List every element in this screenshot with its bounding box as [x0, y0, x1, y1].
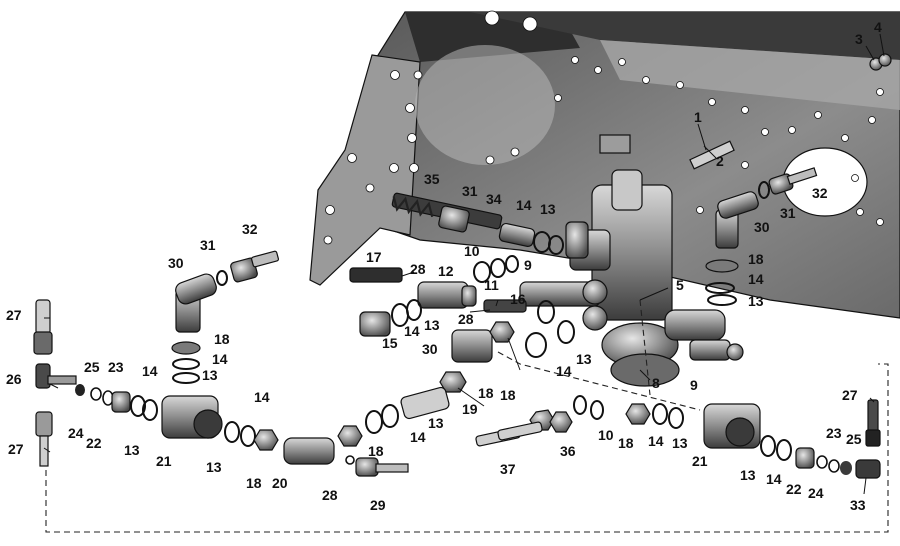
- dashed-hose-route: [45, 299, 889, 533]
- callout-labels: 1 2 3 4 5 8 9 9 10 10 11 12 13 13 13 13 …: [6, 19, 882, 513]
- callout-11: 11: [484, 277, 499, 293]
- callout-25: 25: [846, 431, 862, 447]
- callout-27: 27: [6, 307, 22, 323]
- callout-13: 13: [428, 415, 444, 431]
- callout-31: 31: [200, 237, 216, 253]
- callout-25: 25: [84, 359, 100, 375]
- callout-27: 27: [8, 441, 24, 457]
- callout-22: 22: [86, 435, 102, 451]
- callout-14: 14: [212, 351, 228, 367]
- central-valve-assembly: [519, 134, 744, 387]
- callout-5: 5: [676, 277, 684, 293]
- callout-13: 13: [540, 201, 556, 217]
- callout-18: 18: [618, 435, 634, 451]
- callout-16: 16: [510, 291, 526, 307]
- callout-14: 14: [648, 433, 664, 449]
- callout-27: 27: [842, 387, 858, 403]
- callout-30: 30: [168, 255, 184, 271]
- callout-29: 29: [370, 497, 386, 513]
- callout-37: 37: [500, 461, 516, 477]
- callout-14: 14: [556, 363, 572, 379]
- callout-14: 14: [404, 323, 420, 339]
- spring-bolt: [391, 192, 589, 259]
- callout-22: 22: [786, 481, 802, 497]
- right-tee-assembly: [703, 399, 881, 479]
- callout-2: 2: [716, 153, 724, 169]
- callout-17: 17: [366, 249, 382, 265]
- callout-32: 32: [812, 185, 828, 201]
- callout-28: 28: [322, 487, 338, 503]
- callout-14: 14: [142, 363, 158, 379]
- leader-lines: [43, 33, 885, 495]
- callout-13: 13: [206, 459, 222, 475]
- callout-9: 9: [690, 377, 698, 393]
- callout-35: 35: [424, 171, 440, 187]
- callout-18: 18: [478, 385, 494, 401]
- callout-14: 14: [254, 389, 270, 405]
- callout-18: 18: [748, 251, 764, 267]
- callout-32: 32: [242, 221, 258, 237]
- callout-13: 13: [576, 351, 592, 367]
- callout-18: 18: [500, 387, 516, 403]
- frame-holes: [323, 10, 884, 245]
- right-upper-elbow: [705, 167, 818, 306]
- callout-18: 18: [214, 331, 230, 347]
- callout-13: 13: [424, 317, 440, 333]
- callout-15: 15: [382, 335, 398, 351]
- callout-21: 21: [156, 453, 172, 469]
- callout-14: 14: [516, 197, 532, 213]
- callout-34: 34: [486, 191, 502, 207]
- left-tee-assembly: [33, 299, 409, 477]
- callout-28: 28: [410, 261, 426, 277]
- callout-36: 36: [560, 443, 576, 459]
- callout-23: 23: [826, 425, 842, 441]
- callout-33: 33: [850, 497, 866, 513]
- callout-4: 4: [874, 19, 882, 35]
- callout-30: 30: [754, 219, 770, 235]
- left-upper-elbow: [171, 250, 280, 384]
- callout-30: 30: [422, 341, 438, 357]
- callout-23: 23: [108, 359, 124, 375]
- callout-10: 10: [598, 427, 614, 443]
- callout-31: 31: [462, 183, 478, 199]
- callout-13: 13: [740, 467, 756, 483]
- callout-24: 24: [808, 485, 824, 501]
- callout-18: 18: [246, 475, 262, 491]
- callout-14: 14: [748, 271, 764, 287]
- callout-26: 26: [6, 371, 22, 387]
- callout-14: 14: [410, 429, 426, 445]
- top-right-nuts: [869, 53, 892, 71]
- callout-1: 1: [694, 109, 702, 125]
- callout-13: 13: [124, 442, 140, 458]
- callout-9: 9: [524, 257, 532, 273]
- callout-3: 3: [855, 31, 863, 47]
- callout-12: 12: [438, 263, 454, 279]
- callout-13: 13: [748, 293, 764, 309]
- middle-fittings: [337, 255, 684, 447]
- callout-14: 14: [766, 471, 782, 487]
- callout-13: 13: [672, 435, 688, 451]
- callout-18: 18: [368, 443, 384, 459]
- callout-31: 31: [780, 205, 796, 221]
- callout-21: 21: [692, 453, 708, 469]
- callout-13: 13: [202, 367, 218, 383]
- callout-8: 8: [652, 375, 660, 391]
- callout-10: 10: [464, 243, 480, 259]
- callout-24: 24: [68, 425, 84, 441]
- callout-28: 28: [458, 311, 474, 327]
- callout-20: 20: [272, 475, 288, 491]
- callout-19: 19: [462, 401, 478, 417]
